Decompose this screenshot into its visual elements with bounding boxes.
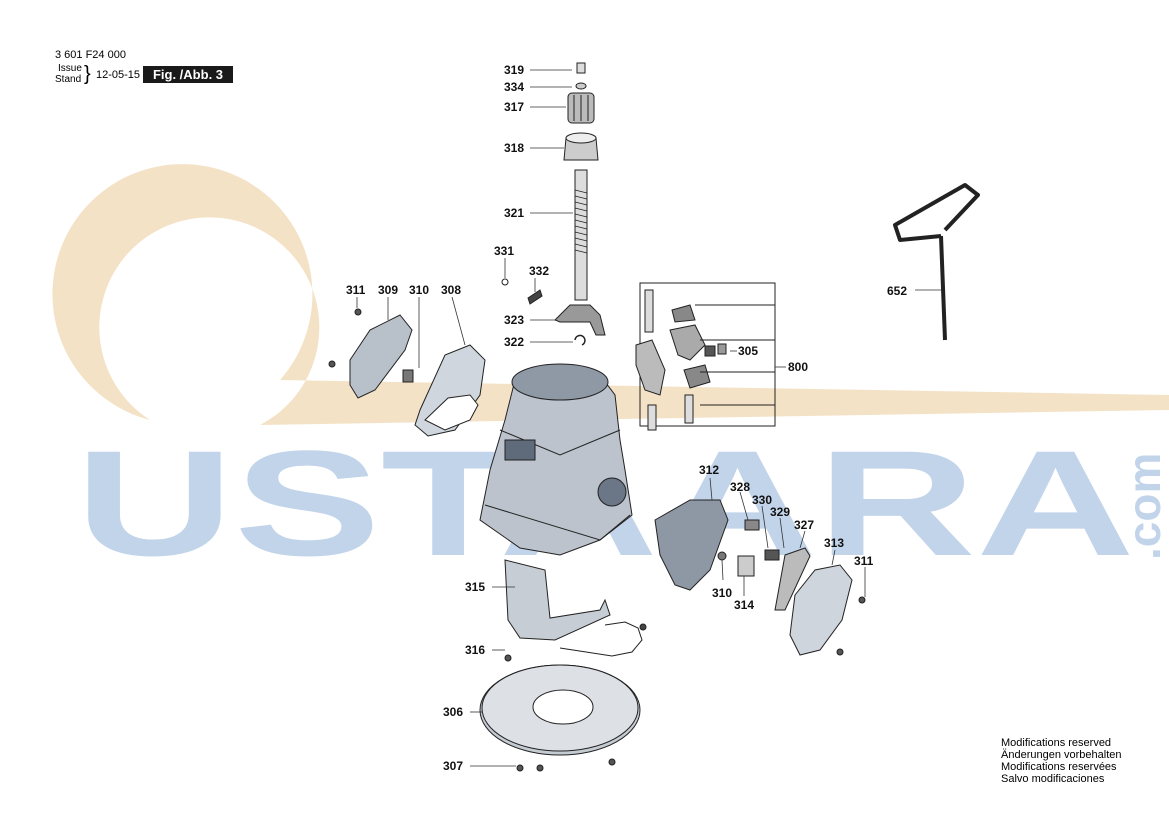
part-label-311-left: 311: [346, 283, 366, 297]
notice-line-en: Modifications reserved: [1001, 737, 1112, 749]
part-label-319: 319: [504, 63, 524, 77]
part-label-310-left: 310: [409, 283, 429, 297]
part-label-312: 312: [699, 463, 719, 477]
part-label-316: 316: [465, 643, 485, 657]
part-label-314: 314: [734, 598, 754, 612]
watermark-suffix: .com: [1118, 453, 1169, 560]
part-label-330: 330: [752, 493, 772, 507]
part-label-321: 321: [504, 206, 524, 220]
hex-key-652: [893, 183, 980, 341]
notice-line-de: Änderungen vorbehalten: [1001, 749, 1122, 761]
part-label-800: 800: [788, 360, 808, 374]
part-label-331: 331: [494, 244, 514, 258]
part-label-318: 318: [504, 141, 524, 155]
notice-line-fr: Modifications reservées: [1001, 761, 1117, 773]
right-handle: [654, 499, 866, 656]
part-label-308: 308: [441, 283, 461, 297]
part-label-323: 323: [504, 313, 524, 327]
part-label-310-right: 310: [712, 586, 732, 600]
part-number: 3 601 F24 000: [55, 49, 126, 61]
part-label-652: 652: [887, 284, 907, 298]
figure-label: Fig. /Abb. 3: [143, 66, 233, 83]
notice-line-es: Salvo modificaciones: [1001, 773, 1105, 785]
leader-lines: [356, 69, 941, 767]
watermark-swoosh: [52, 164, 1169, 425]
issue-brace: }: [84, 63, 91, 85]
issue-label: Issue: [58, 63, 82, 74]
part-label-328: 328: [730, 480, 750, 494]
base-plate-306: [479, 654, 641, 772]
left-handle: [328, 308, 486, 437]
router-base-housing: [479, 363, 633, 556]
part-label-305: 305: [738, 344, 758, 358]
part-label-332: 332: [529, 264, 549, 278]
modifications-notice: Modifications reserved Änderungen vorbeh…: [1001, 737, 1121, 785]
stand-label: Stand: [55, 74, 82, 85]
part-label-307: 307: [443, 759, 463, 773]
depth-stop-screw: [501, 62, 606, 346]
part-label-322: 322: [504, 335, 524, 349]
part-label-334: 334: [504, 80, 524, 94]
issue-date: 12-05-15: [96, 69, 141, 81]
clamp-assembly: [635, 282, 776, 431]
part-label-306: 306: [443, 705, 463, 719]
lower-housing-315: [504, 559, 647, 657]
part-label-313: 313: [824, 536, 844, 550]
part-label-317: 317: [504, 100, 524, 114]
part-label-311-right: 311: [854, 554, 874, 568]
part-label-309: 309: [378, 283, 398, 297]
part-label-315: 315: [465, 580, 485, 594]
part-label-329: 329: [770, 505, 790, 519]
part-label-327: 327: [794, 518, 814, 532]
